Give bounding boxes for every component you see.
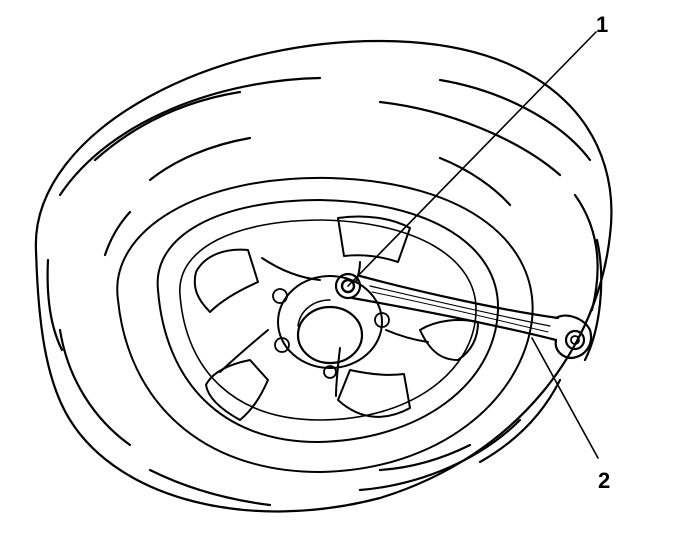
wrench bbox=[350, 274, 593, 360]
leader-line-1 bbox=[347, 31, 597, 287]
retainer-nut bbox=[334, 272, 362, 300]
tire bbox=[34, 39, 613, 513]
callouts: 1 2 bbox=[596, 12, 610, 493]
callout-label-2: 2 bbox=[598, 468, 610, 493]
callout-label-1: 1 bbox=[596, 12, 608, 37]
wheel-rim bbox=[156, 199, 500, 443]
leader-line-2 bbox=[531, 337, 599, 459]
leader-lines bbox=[347, 31, 599, 459]
wheel-windows bbox=[193, 215, 479, 421]
wheel-hub bbox=[272, 275, 390, 379]
